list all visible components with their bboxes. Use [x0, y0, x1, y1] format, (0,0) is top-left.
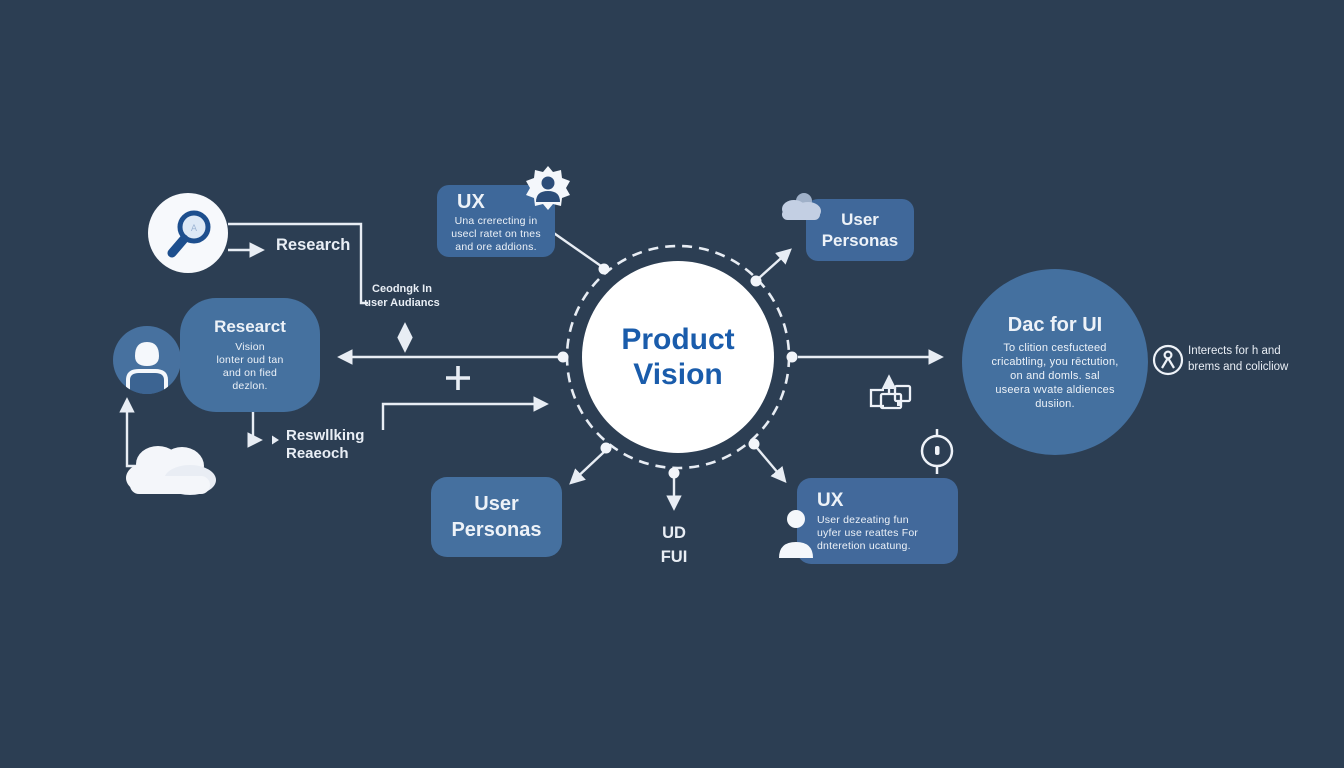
- dac-circle-line2: cricabtling, you rēctution,: [991, 355, 1119, 368]
- ux-bottom-box-line3: dnteretion ucatung.: [817, 539, 911, 552]
- personas-bottom-box: User Personas: [431, 477, 562, 557]
- research-box: Researct Vision lonter oud tan and on fi…: [180, 298, 320, 412]
- dac-circle: Dac for UI To clition cesfucteed cricabt…: [962, 269, 1148, 455]
- ux-bottom-box-title: UX: [817, 489, 844, 511]
- product-vision-line2: Vision: [633, 358, 723, 391]
- audience-note-line2: user Audiancs: [364, 297, 440, 309]
- research-box-line4: dezlon.: [232, 380, 268, 392]
- person-silhouette-icon: [775, 506, 817, 560]
- cloud-small-icon: [776, 191, 824, 225]
- ud-fui-line1: UD: [662, 524, 686, 542]
- research-box-title: Researct: [214, 317, 286, 336]
- cloud-icon: [120, 436, 222, 498]
- research-box-line3: and on fied: [222, 367, 278, 379]
- magnifier-icon: A: [156, 201, 220, 265]
- center-circle: [582, 261, 774, 453]
- ring-dots: [557, 263, 798, 479]
- resulting-note-line1: Reswllking: [286, 427, 365, 444]
- research-box-line2: lonter oud tan: [216, 354, 284, 366]
- dac-circle-line3: on and domls. sal: [1010, 369, 1100, 382]
- product-vision-line1: Product: [621, 323, 735, 356]
- dac-circle-line1: To clition cesfucteed: [1003, 341, 1107, 354]
- personas-top-box: User Personas: [806, 199, 914, 261]
- crosshair-icon: [920, 429, 954, 474]
- arrow-ring-bottomright: [756, 447, 787, 483]
- interacts-note: Interects for h and brems and colicliow: [1188, 343, 1288, 375]
- personas-top-line1: User: [841, 210, 879, 229]
- person-badge-icon: [524, 164, 572, 218]
- ux-bottom-box-line1: User dezeating fun: [817, 513, 909, 526]
- svg-text:A: A: [191, 224, 198, 234]
- resulting-note: Reswllking Reaeoch: [286, 427, 364, 463]
- ux-top-box-line3: and ore addions.: [455, 240, 537, 253]
- avatar: [113, 326, 181, 394]
- audience-note: Ceodngk In user Audiancs: [346, 282, 458, 310]
- personas-bottom-line1: User: [474, 493, 519, 515]
- dac-circle-line4: useera wvate aldiences: [995, 383, 1115, 396]
- personas-bottom-line2: Personas: [451, 519, 542, 541]
- ud-fui-line2: FUI: [660, 548, 688, 566]
- arrow-ring-bottomleft: [569, 451, 605, 485]
- ux-top-box-title: UX: [457, 190, 485, 213]
- plus-sign: [446, 366, 470, 390]
- research-box-line1: Vision: [235, 341, 265, 353]
- resulting-note-line2: Reaeoch: [286, 445, 349, 462]
- interacts-note-line1: Interects for h and: [1188, 345, 1281, 357]
- arrow-box-to-resulting-chevron: [272, 435, 279, 445]
- flowchart-icon: [869, 374, 912, 410]
- personas-top-line2: Personas: [821, 231, 899, 250]
- arrow-box-to-resulting: [247, 412, 263, 448]
- ud-fui-note: UD FUI: [648, 521, 700, 569]
- ux-bottom-box-line2: uyfer use reattes For: [817, 526, 919, 539]
- magnifier-circle: A: [148, 193, 228, 273]
- person-avatar-icon: [113, 326, 181, 394]
- arrow-resulting-right: [381, 396, 549, 430]
- ux-bottom-box: UX User dezeating fun uyfer use reattes …: [797, 478, 958, 564]
- connector-uxtop-ring: [547, 228, 602, 267]
- person-in-circle-icon: [1152, 344, 1184, 376]
- connector-magnifier-elbow: [228, 222, 368, 305]
- research-label: Research: [276, 236, 351, 254]
- dac-circle-line5: dusiion.: [1035, 397, 1075, 410]
- ux-top-box-line1: Una crerecting in: [454, 214, 538, 227]
- ux-top-box-line2: usecl ratet on tnes: [451, 227, 541, 240]
- dac-circle-title: Dac for UI: [1007, 313, 1103, 336]
- interacts-note-line2: brems and colicliow: [1188, 361, 1289, 373]
- product-vision-title: Product Vision: [598, 322, 758, 392]
- audience-note-line1: Ceodngk In: [372, 283, 432, 295]
- arrow-ring-topright: [758, 248, 792, 279]
